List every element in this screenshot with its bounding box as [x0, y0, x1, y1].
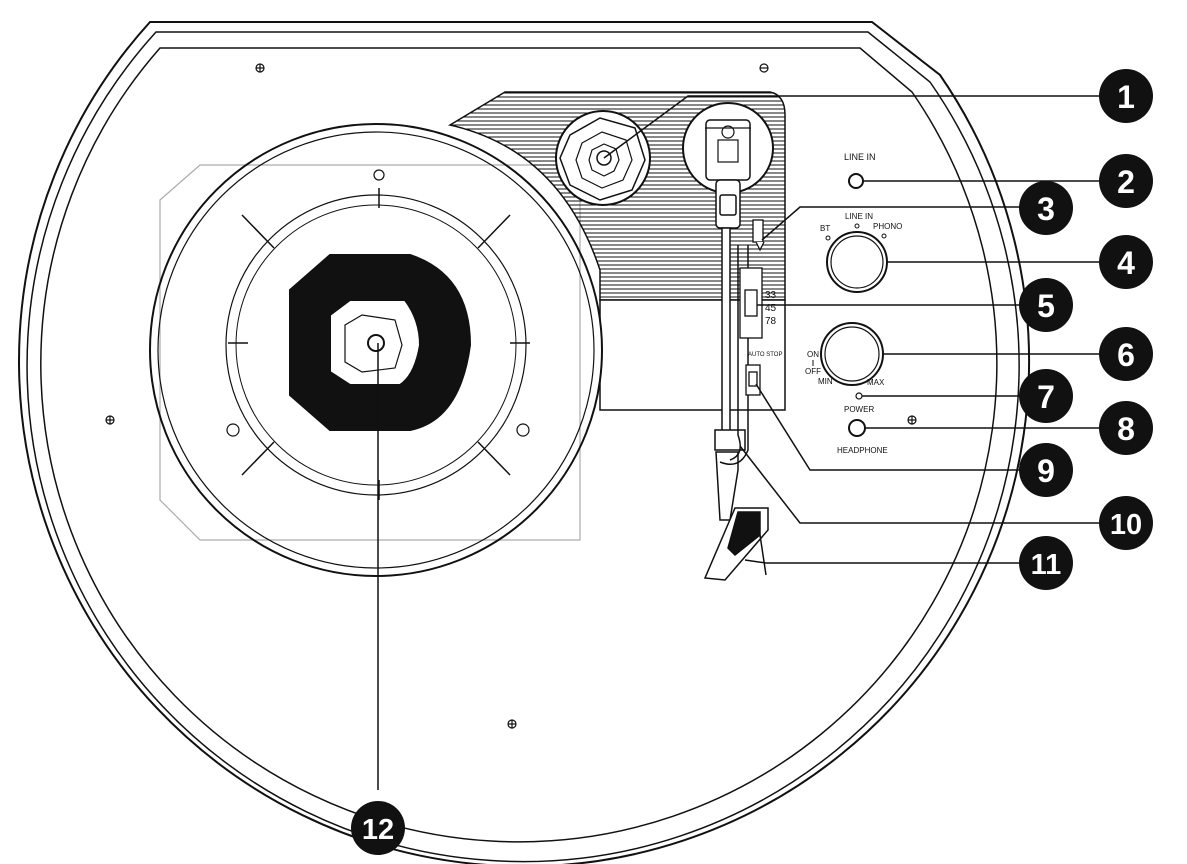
screw-icon	[907, 415, 917, 425]
svg-text:2: 2	[1117, 164, 1135, 200]
callout-10: 10	[1099, 496, 1153, 550]
max-label: MAX	[867, 378, 885, 387]
callout-badges: 1 2 3 4 5 6 7 8 9 10 11 12	[351, 69, 1153, 855]
headphone-jack[interactable]	[848, 419, 866, 437]
screw-icon	[255, 63, 265, 73]
min-label: MIN	[818, 377, 833, 386]
callout-4: 4	[1099, 235, 1153, 289]
line-in-jack[interactable]	[848, 173, 864, 189]
selector-line-in-label: LINE IN	[845, 212, 873, 221]
svg-text:7: 7	[1037, 379, 1055, 415]
headphone-label: HEADPHONE	[837, 446, 888, 455]
svg-text:12: 12	[362, 814, 394, 846]
callout-1: 1	[1099, 69, 1153, 123]
callout-12: 12	[351, 801, 405, 855]
spindle-icon	[367, 334, 385, 352]
svg-text:11: 11	[1031, 549, 1062, 581]
arm-rest-housing	[719, 245, 749, 465]
svg-text:5: 5	[1037, 288, 1055, 324]
speed-78-label: 78	[765, 316, 777, 327]
callout-11: 11	[1019, 536, 1073, 590]
svg-text:1: 1	[1117, 79, 1135, 115]
function-selector-knob[interactable]	[826, 231, 888, 293]
power-label: POWER	[844, 405, 874, 414]
selector-bt-label: BT	[820, 224, 830, 233]
callout-9: 9	[1019, 443, 1073, 497]
off-label: OFF	[805, 367, 821, 376]
svg-text:8: 8	[1117, 411, 1135, 447]
cue-lever[interactable]	[752, 219, 765, 252]
speed-45-label: 45	[765, 303, 777, 314]
tonearm	[714, 179, 746, 521]
screw-icon	[759, 63, 769, 73]
callout-6: 6	[1099, 327, 1153, 381]
auto-stop-label: AUTO STOP	[748, 352, 782, 358]
screw-icon	[105, 415, 115, 425]
tonearm-pivot	[682, 102, 774, 194]
selector-phono-label: PHONO	[873, 222, 902, 231]
record-label	[289, 254, 472, 431]
volume-power-knob[interactable]	[820, 322, 884, 386]
callout-7: 7	[1019, 369, 1073, 423]
line-in-jack-label: LINE IN	[844, 152, 876, 162]
speed-33-label: 33	[765, 290, 777, 301]
leader-lines	[377, 95, 1100, 790]
headshell	[703, 507, 769, 581]
auto-stop-switch[interactable]	[745, 364, 761, 396]
power-indicator-led	[855, 392, 863, 400]
svg-text:3: 3	[1037, 191, 1055, 227]
svg-text:4: 4	[1117, 245, 1135, 281]
on-label: ON	[807, 350, 819, 359]
callout-8: 8	[1099, 401, 1153, 455]
callout-2: 2	[1099, 154, 1153, 208]
speaker	[555, 110, 651, 206]
callout-5: 5	[1019, 278, 1073, 332]
screw-icons	[105, 63, 917, 729]
callout-3: 3	[1019, 181, 1073, 235]
svg-text:6: 6	[1117, 337, 1135, 373]
speed-switch[interactable]	[739, 267, 763, 339]
screw-icon	[507, 719, 517, 729]
svg-text:10: 10	[1110, 509, 1142, 541]
svg-text:9: 9	[1037, 453, 1055, 489]
